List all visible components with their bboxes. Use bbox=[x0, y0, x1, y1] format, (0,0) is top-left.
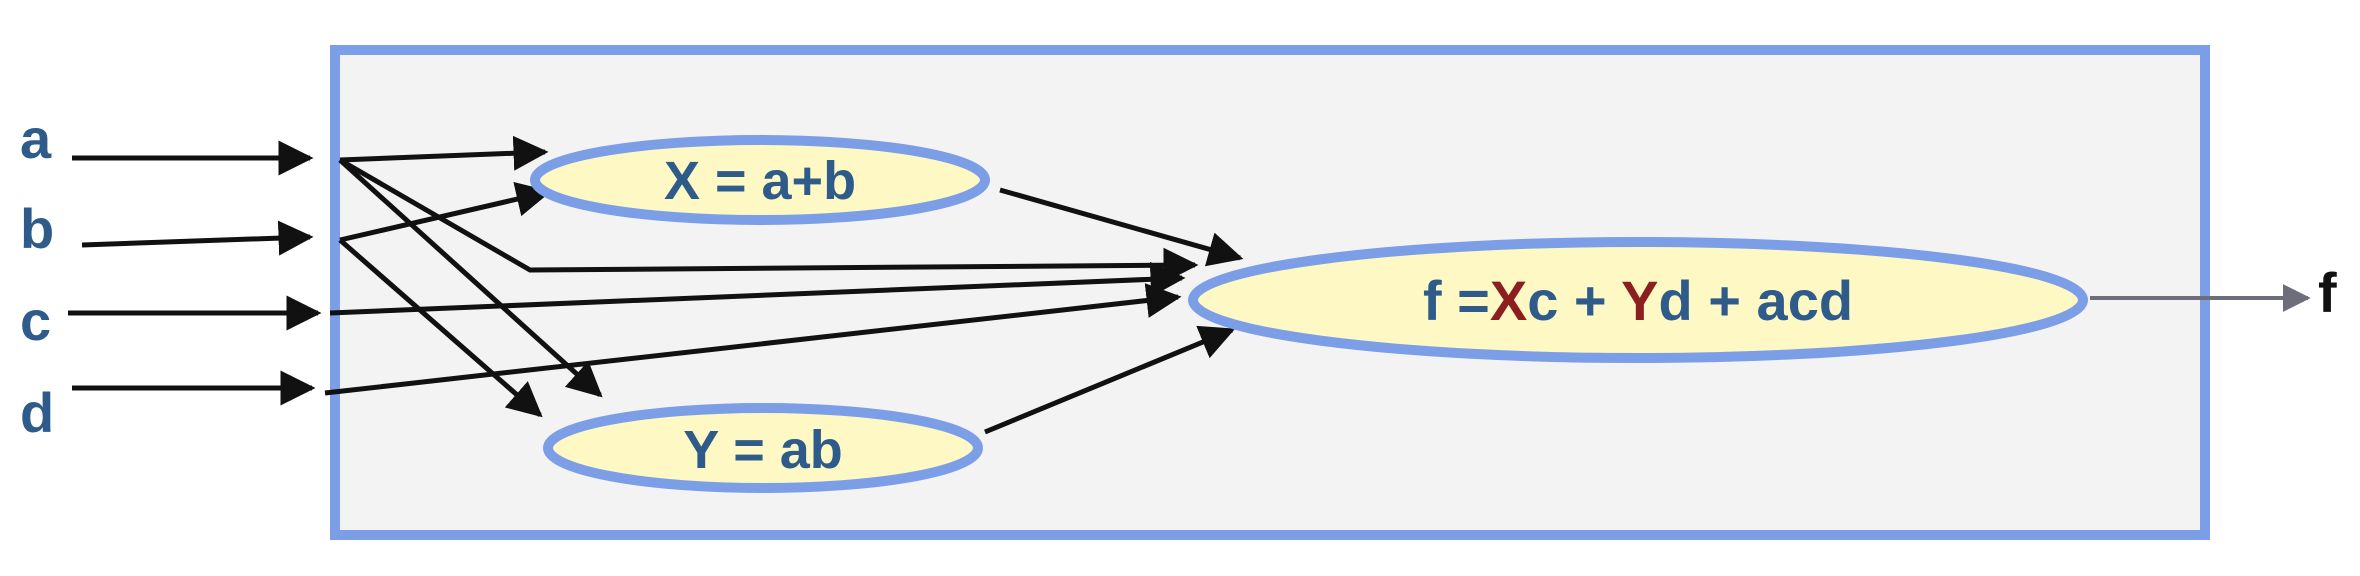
wire-b-in bbox=[81, 220, 314, 256]
node-f: f =Xc + Yd + acd bbox=[1188, 237, 2088, 363]
node-f-ellipse bbox=[1188, 237, 2088, 363]
node-f-label: f =Xc + Yd + acd bbox=[1423, 269, 1853, 332]
node-x: X = a+b bbox=[530, 135, 990, 225]
input-label-d: d bbox=[20, 381, 54, 444]
node-f-x-ref: X bbox=[1490, 269, 1527, 332]
input-label-b: b bbox=[20, 197, 54, 260]
wire-a-to-y bbox=[338, 158, 603, 398]
node-x-ellipse bbox=[530, 135, 990, 225]
node-f-y-ref: Y bbox=[1621, 269, 1658, 332]
wire-a-to-x bbox=[339, 135, 549, 171]
node-f-mid: c + bbox=[1527, 269, 1621, 332]
input-label-c: c bbox=[20, 289, 51, 352]
node-x-label: X = a+b bbox=[664, 151, 856, 211]
output-label-f: f bbox=[2318, 261, 2337, 324]
wire-c-to-f bbox=[329, 261, 1186, 316]
node-y-ellipse bbox=[543, 403, 983, 493]
wire-y-to-f bbox=[984, 325, 1236, 435]
wire-d-to-f bbox=[324, 283, 1182, 396]
node-y: Y = ab bbox=[543, 403, 983, 493]
input-wires bbox=[68, 135, 1244, 435]
node-f-rest: d + acd bbox=[1659, 269, 1854, 332]
input-label-a: a bbox=[20, 107, 52, 170]
wire-b-to-y bbox=[338, 238, 543, 418]
wire-b-to-x bbox=[339, 182, 552, 243]
node-y-label: Y = ab bbox=[683, 420, 843, 480]
node-f-prefix: f = bbox=[1423, 269, 1490, 332]
wire-x-to-f bbox=[999, 187, 1244, 267]
wire-a-to-f bbox=[338, 157, 1199, 283]
